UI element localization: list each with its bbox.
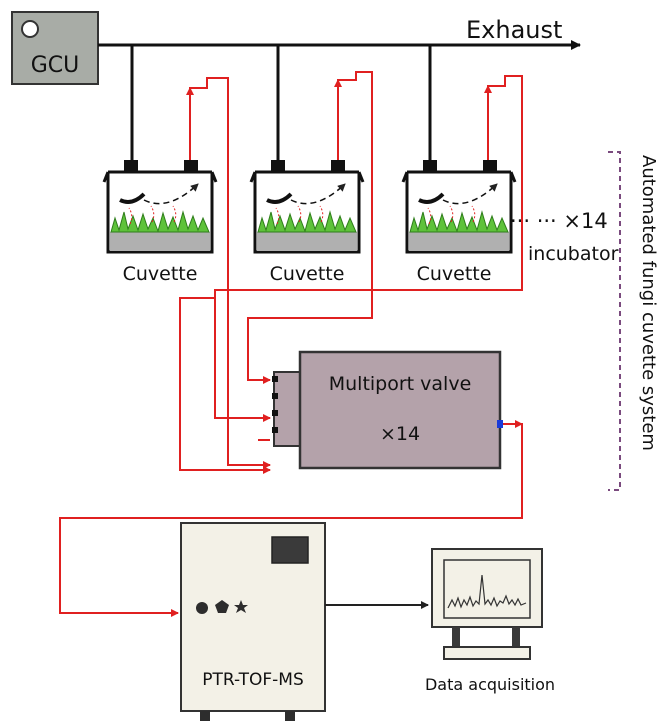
gcu-label: GCU — [31, 53, 80, 78]
cuvette-3-label: Cuvette — [417, 263, 492, 285]
instrument-pentagon-icon — [215, 600, 229, 613]
sample-gas-lines — [59, 71, 523, 617]
system-bracket: Automated fungi cuvette system — [608, 151, 659, 491]
incubator-label: incubator — [528, 243, 619, 265]
cuvette-2-label: Cuvette — [270, 263, 345, 285]
gcu-unit: GCU — [11, 11, 99, 85]
multiport-valve: Multiport valve ×14 — [272, 350, 503, 470]
data-acquisition-computer: Data acquisition — [425, 548, 555, 694]
instrument-knob-icon — [196, 602, 208, 614]
ptr-tof-ms-instrument: PTR-TOF-MS — [180, 522, 326, 721]
exhaust-label: Exhaust — [466, 16, 562, 44]
cuvette-2: Cuvette — [249, 160, 365, 285]
supply-drops — [127, 45, 435, 171]
data-acquisition-label: Data acquisition — [425, 675, 555, 694]
cuvette-3: Cuvette — [401, 160, 517, 285]
instrument-screen — [271, 536, 309, 564]
instrument-star-icon — [234, 600, 248, 613]
spectrum-icon — [447, 574, 527, 609]
more-cuvettes-label: ··· ··· ×14 — [510, 209, 608, 233]
valve-title: Multiport valve — [329, 373, 472, 395]
ptr-label: PTR-TOF-MS — [202, 670, 303, 690]
gcu-indicator-icon — [21, 20, 39, 38]
valve-outlet-port — [497, 420, 503, 428]
cuvette-1-label: Cuvette — [123, 263, 198, 285]
valve-count: ×14 — [380, 423, 420, 445]
cuvette-1: Cuvette — [102, 160, 218, 285]
exhaust-line: Exhaust — [98, 16, 581, 50]
system-label: Automated fungi cuvette system — [638, 155, 659, 451]
